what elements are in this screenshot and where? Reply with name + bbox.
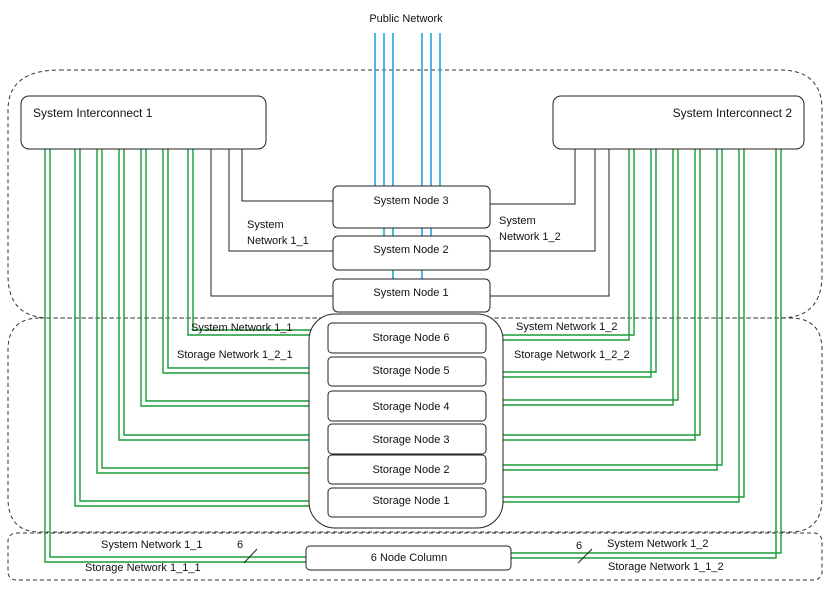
storage-node-6	[327, 322, 487, 354]
sys-net-1-2-top-label-a: System	[499, 215, 536, 227]
interconnect-2-label: System Interconnect 2	[673, 106, 793, 120]
system-region	[7, 69, 823, 319]
count-right-label: 6	[576, 540, 582, 552]
sys-net-1-2-bottom-label: System Network 1_2	[607, 538, 708, 550]
sys-net-1-2-mid-label: System Network 1_2	[516, 321, 617, 333]
system-interconnect-2	[552, 95, 805, 150]
storage-node-2	[327, 454, 487, 485]
storage-network-links	[44, 149, 782, 563]
public-network-label: Public Network	[369, 13, 443, 25]
sys-net-1-1-top-label-a: System	[247, 219, 284, 231]
count-left-label: 6	[237, 539, 243, 551]
storage-node-6-label: Storage Node 6	[372, 332, 449, 344]
count-slash-right	[577, 548, 593, 564]
system-node-2	[332, 235, 491, 271]
stor-net-1-2-2-label: Storage Network 1_2_2	[514, 349, 630, 361]
storage-node-2-label: Storage Node 2	[372, 464, 449, 476]
sys-net-1-2-top-label-b: Network 1_2	[499, 231, 561, 243]
stor-net-1-1-2-label: Storage Network 1_1_2	[608, 561, 724, 573]
storage-region	[7, 317, 823, 533]
storage-node-1	[327, 487, 487, 518]
system-node-1	[332, 278, 491, 313]
node-column-label: 6 Node Column	[371, 552, 447, 564]
storage-node-1-label: Storage Node 1	[372, 495, 449, 507]
public-network-links	[374, 33, 441, 279]
system-network-links	[210, 149, 610, 297]
interconnect-1-label: System Interconnect 1	[33, 106, 153, 120]
system-node-3-label: System Node 3	[373, 195, 448, 207]
storage-node-5	[327, 356, 487, 387]
column-region	[7, 532, 823, 581]
system-interconnect-1	[20, 95, 267, 150]
sys-net-1-1-bottom-label: System Network 1_1	[101, 539, 202, 551]
system-node-1-label: System Node 1	[373, 287, 448, 299]
stor-net-1-2-1-label: Storage Network 1_2_1	[177, 349, 293, 361]
system-node-3	[332, 185, 491, 229]
storage-node-5-label: Storage Node 5	[372, 365, 449, 377]
sys-net-1-1-top-label-b: Network 1_1	[247, 235, 309, 247]
storage-node-3-label: Storage Node 3	[372, 434, 449, 446]
sys-net-1-1-mid-label: System Network 1_1	[191, 322, 292, 334]
storage-node-4	[327, 390, 487, 422]
system-node-2-label: System Node 2	[373, 244, 448, 256]
storage-node-3	[327, 423, 487, 455]
storage-node-4-label: Storage Node 4	[372, 401, 449, 413]
count-slash-left	[243, 548, 258, 564]
node-column-box	[305, 545, 512, 571]
stor-net-1-1-1-label: Storage Network 1_1_1	[85, 562, 201, 574]
